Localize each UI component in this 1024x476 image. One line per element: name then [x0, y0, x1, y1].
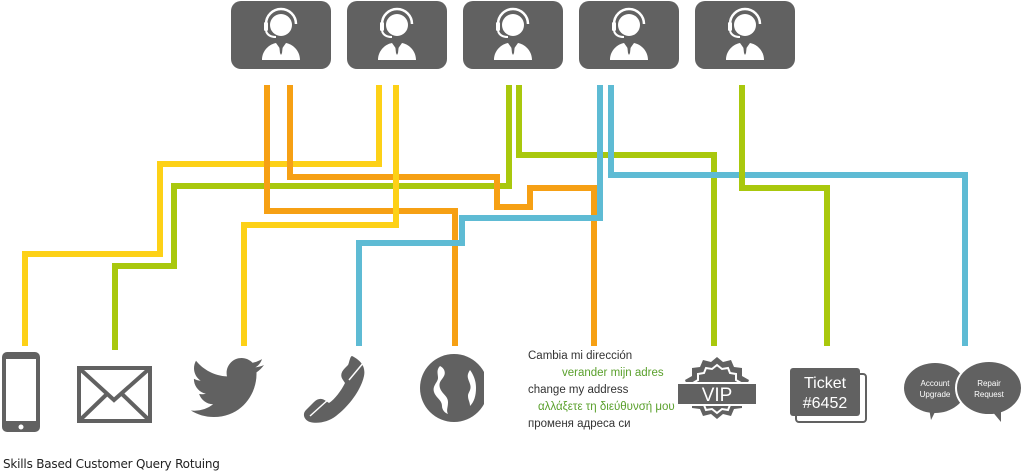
headset-agent-icon — [378, 7, 416, 60]
route-agent4-topics — [608, 85, 968, 346]
ticket-icon: Ticket #6452 — [790, 368, 867, 423]
smartphone-icon — [2, 352, 40, 432]
headset-agent-icon — [262, 7, 300, 60]
vip-label: VIP — [702, 385, 733, 406]
bubble-repair-line2: Request — [974, 390, 1005, 399]
bubble-account-line2: Upgrade — [920, 390, 951, 399]
route-agent1-mobile — [22, 85, 382, 346]
ticket-label-line1: Ticket — [804, 375, 847, 392]
speech-bubbles-icon: Account Upgrade Repair Request — [904, 360, 1023, 422]
language-queries: Cambia mi dirección verander mijn adres ch… — [528, 348, 678, 433]
language-query-line: Cambia mi dirección — [528, 350, 633, 362]
route-agent3-vip — [516, 85, 717, 346]
route-agent3-email — [112, 85, 512, 350]
diagram-caption: Skills Based Customer Query Rotuing — [3, 457, 220, 471]
vip-badge-icon: VIP — [677, 357, 757, 419]
telephone-handset-icon — [303, 356, 365, 423]
language-query-line: αλλάξετε τη διεύθυνσή μου — [538, 401, 675, 413]
headset-agent-icon — [494, 7, 532, 60]
language-query-line: change my address — [528, 384, 629, 396]
bubble-repair-line1: Repair — [977, 379, 1001, 388]
agent-1 — [231, 1, 331, 69]
envelope-icon — [77, 366, 152, 423]
twitter-bird-icon — [190, 358, 264, 417]
route-agent4-phone — [356, 85, 603, 346]
route-agent5-ticket — [739, 85, 830, 346]
ticket-label-line2: #6452 — [803, 395, 848, 412]
agent-4 — [579, 1, 679, 69]
agent-2 — [347, 1, 447, 69]
route-agent1-web — [264, 85, 458, 346]
language-query-line: променя адреса си — [528, 418, 631, 430]
route-agent2-twitter — [241, 85, 399, 346]
bubble-account-line1: Account — [921, 379, 951, 388]
agent-5 — [695, 1, 795, 69]
route-agent1-language — [287, 85, 597, 346]
globe-icon — [420, 354, 484, 422]
agent-3 — [463, 1, 563, 69]
language-query-line: verander mijn adres — [562, 367, 664, 379]
headset-agent-icon — [610, 7, 648, 60]
headset-agent-icon — [726, 7, 764, 60]
